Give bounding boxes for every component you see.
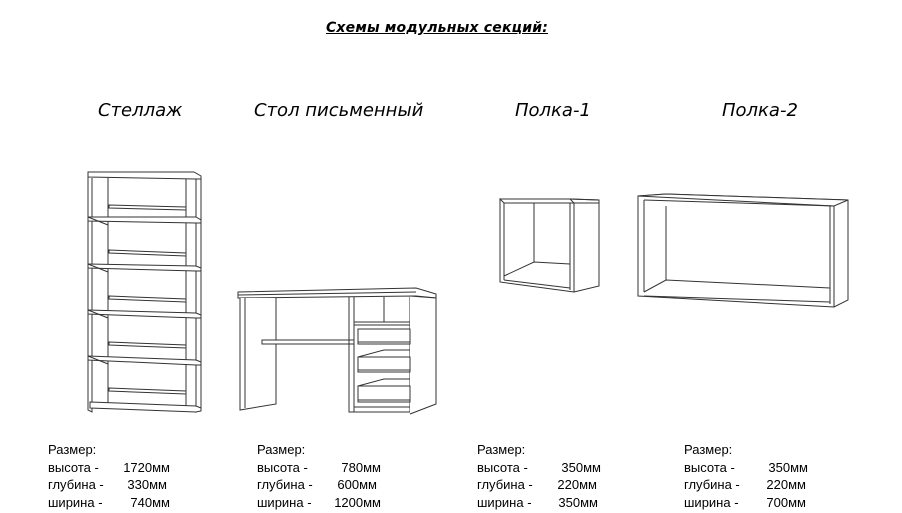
spec-value-width: 1200мм — [334, 494, 381, 510]
spec-value-width: 350мм — [558, 494, 598, 510]
bookcase-drawing-icon — [86, 170, 206, 415]
module-name-shelf-2: Полка-2 — [722, 100, 798, 121]
spec-value-width: 740мм — [130, 494, 170, 510]
specs-shelf-2: Размер: высота - 350мм глубина - 220мм шир… — [684, 441, 808, 511]
spec-label-height: высота - — [477, 459, 528, 475]
spec-label-width: ширина - — [257, 494, 312, 510]
shelf-1-drawing-icon — [498, 196, 603, 296]
spec-label-depth: глубина - — [48, 477, 104, 492]
spec-label-height: высота - — [48, 459, 99, 475]
spec-label-width: ширина - — [684, 494, 739, 510]
specs-header: Размер: — [477, 442, 526, 457]
spec-value-depth: 220мм — [766, 477, 806, 492]
spec-value-width: 700мм — [766, 494, 806, 510]
specs-header: Размер: — [684, 442, 733, 457]
writing-desk-drawing-icon — [236, 282, 441, 417]
module-name-bookcase: Стеллаж — [98, 100, 183, 121]
spec-label-depth: глубина - — [257, 477, 313, 492]
specs-shelf-1: Размер: высота - 350мм глубина - 220мм шир… — [477, 441, 601, 511]
spec-value-depth: 220мм — [557, 477, 597, 492]
spec-value-height: 350мм — [768, 459, 808, 475]
specs-bookcase: Размер: высота - 1720мм глубина - 330мм ши… — [48, 441, 170, 511]
spec-value-height: 780мм — [341, 459, 381, 475]
module-name-shelf-1: Полка-1 — [515, 100, 591, 121]
specs-header: Размер: — [48, 442, 97, 457]
page-title: Схемы модульных секций: — [325, 20, 549, 36]
specs-desk: Размер: высота - 780мм глубина - 600мм шир… — [257, 441, 381, 511]
shelf-2-drawing-icon — [636, 192, 851, 312]
specs-header: Размер: — [257, 442, 306, 457]
spec-label-depth: глубина - — [477, 477, 533, 492]
spec-value-height: 350мм — [561, 459, 601, 475]
spec-label-depth: глубина - — [684, 477, 740, 492]
module-name-desk: Стол письменный — [254, 100, 424, 121]
spec-label-height: высота - — [257, 459, 308, 475]
spec-label-height: высота - — [684, 459, 735, 475]
spec-value-depth: 330мм — [127, 477, 167, 492]
spec-value-height: 1720мм — [123, 459, 170, 475]
spec-value-depth: 600мм — [337, 477, 377, 492]
spec-label-width: ширина - — [477, 494, 532, 510]
spec-label-width: ширина - — [48, 494, 103, 510]
